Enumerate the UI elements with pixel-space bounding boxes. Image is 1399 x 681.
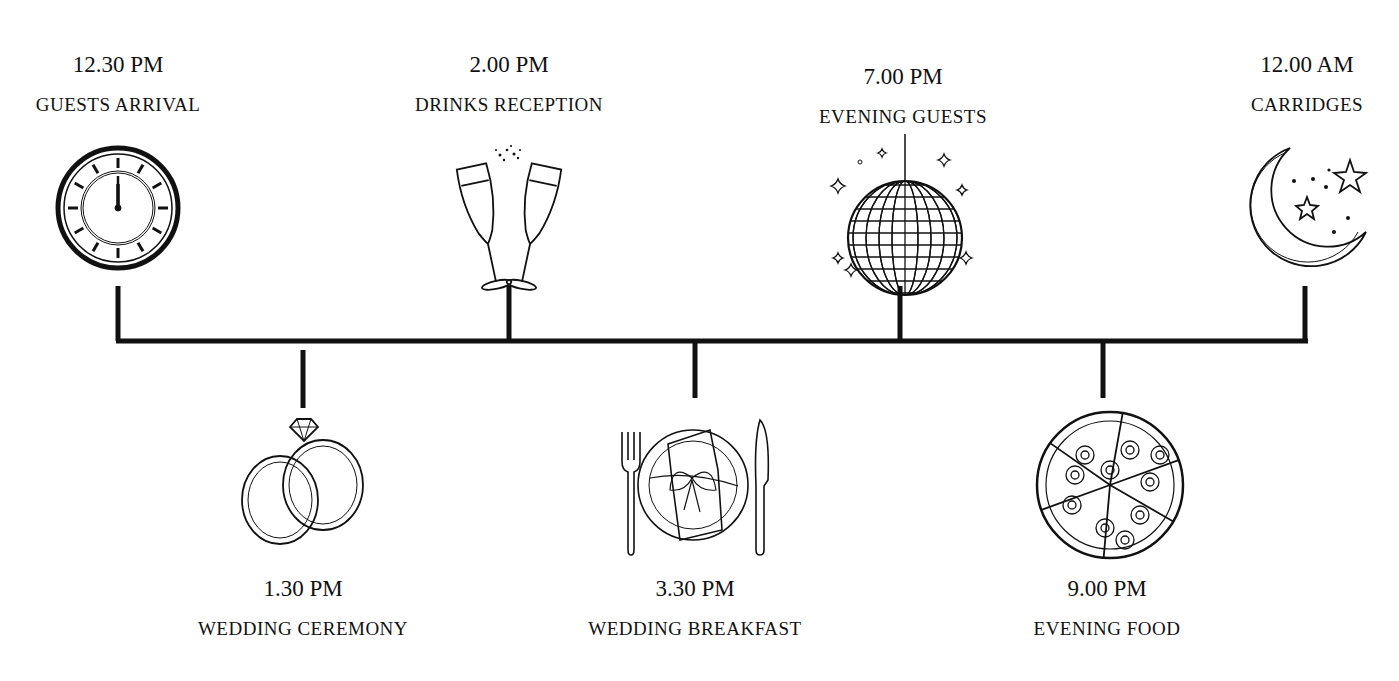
event-time: 1.30 PM [263, 576, 342, 601]
event-time: 12.00 AM [1260, 52, 1353, 77]
clock-icon [58, 148, 178, 268]
champagne-icon [456, 145, 562, 292]
event-time: 12.30 PM [73, 52, 164, 77]
moon-icon [1250, 148, 1366, 266]
event-time: 9.00 PM [1067, 576, 1146, 601]
event-time: 3.30 PM [655, 576, 734, 601]
event-name: DRINKS RECEPTION [415, 95, 603, 116]
event-time: 7.00 PM [863, 64, 942, 89]
disco-ball-icon [831, 134, 972, 296]
rings-icon [242, 419, 363, 544]
place-setting-icon [622, 420, 768, 555]
event-name: EVENING GUESTS [819, 107, 987, 128]
event-name: EVENING FOOD [1034, 619, 1181, 640]
pizza-icon [1037, 412, 1183, 558]
event-name: CARRIDGES [1251, 95, 1363, 116]
event-time: 2.00 PM [469, 52, 548, 77]
event-name: GUESTS ARRIVAL [36, 95, 200, 116]
event-name: WEDDING BREAKFAST [588, 619, 801, 640]
timeline-axis [116, 286, 1308, 408]
event-name: WEDDING CEREMONY [198, 619, 408, 640]
